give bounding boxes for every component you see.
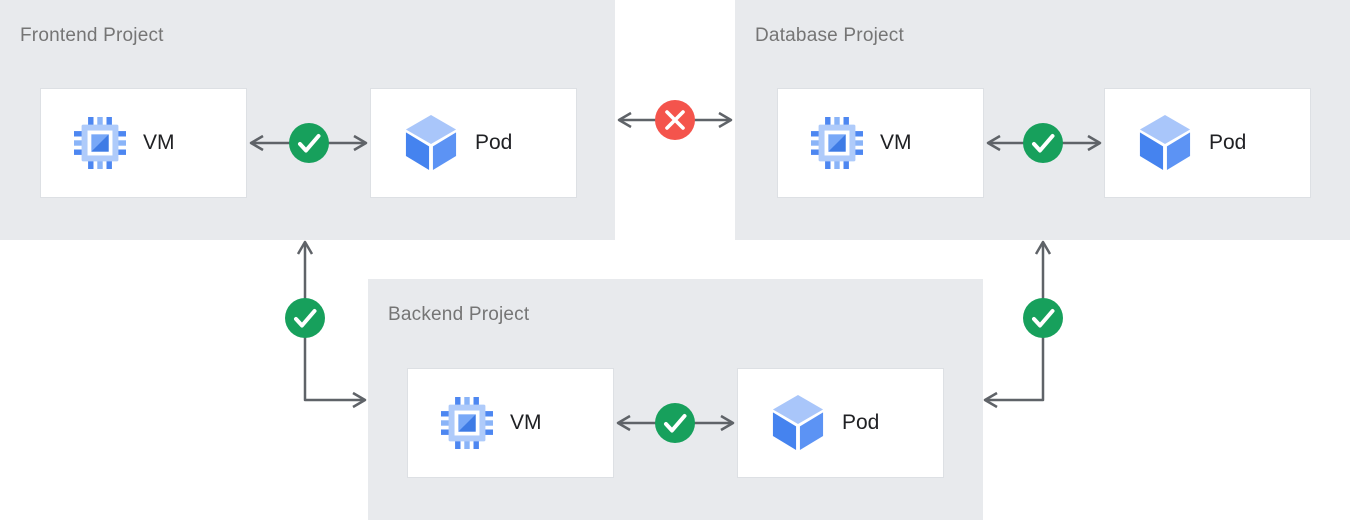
arrow-line xyxy=(303,242,365,402)
connection-database-backend xyxy=(983,240,1063,409)
pod-cube-icon xyxy=(1138,114,1192,172)
x-circle-icon xyxy=(655,100,695,140)
connection-frontend-backend xyxy=(285,240,367,409)
check-mark xyxy=(1032,309,1055,328)
frontend-project-title: Frontend Project xyxy=(20,25,164,46)
node-label: VM xyxy=(143,131,175,154)
arrowhead-left xyxy=(983,391,998,409)
arrowhead-right xyxy=(718,111,733,129)
compute-engine-icon xyxy=(811,117,863,169)
compute-engine-icon xyxy=(441,397,493,449)
node-label: VM xyxy=(510,411,542,434)
arrow-line xyxy=(985,242,1045,402)
x-mark xyxy=(665,110,685,130)
backend-project-title: Backend Project xyxy=(388,304,530,325)
arrowhead-up xyxy=(296,240,314,255)
pod-cube-icon xyxy=(404,114,458,172)
node-label: VM xyxy=(880,131,912,154)
check-circle-icon xyxy=(285,298,325,338)
arrowhead-right xyxy=(352,391,367,409)
node-label: Pod xyxy=(842,411,880,434)
node-backend-vm: VM xyxy=(407,368,614,478)
pod-cube-icon xyxy=(771,394,825,452)
check-mark xyxy=(294,309,317,328)
database-project-title: Database Project xyxy=(755,25,904,46)
node-backend-pod: Pod xyxy=(737,368,944,478)
check-circle-icon xyxy=(1023,298,1063,338)
arrowhead-left xyxy=(617,111,632,129)
connection-frontend-database xyxy=(617,100,733,140)
node-label: Pod xyxy=(1209,131,1247,154)
node-database-pod: Pod xyxy=(1104,88,1311,198)
compute-engine-icon xyxy=(74,117,126,169)
node-frontend-vm: VM xyxy=(40,88,247,198)
node-frontend-pod: Pod xyxy=(370,88,577,198)
node-label: Pod xyxy=(475,131,513,154)
arrowhead-up xyxy=(1034,240,1052,255)
node-database-vm: VM xyxy=(777,88,984,198)
